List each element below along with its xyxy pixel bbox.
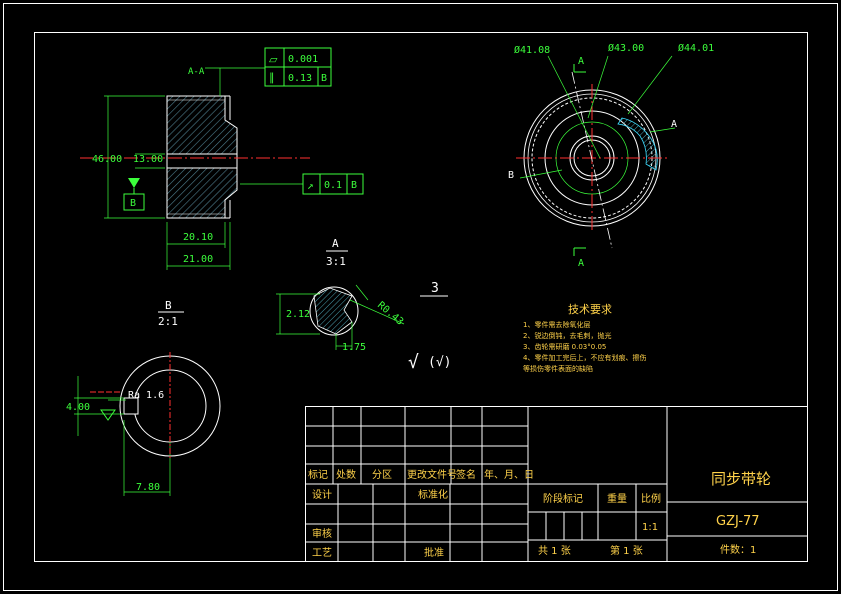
tech-item-2: 2、锐边倒钝，去毛刺，抛光 — [523, 331, 611, 340]
tb-review: 审核 — [312, 527, 332, 540]
tb-design: 设计 — [312, 488, 332, 501]
gdt-parallel-datum: B — [321, 73, 327, 84]
tech-item-3: 3、齿轮需研磨 0.03°0.05 — [523, 342, 606, 351]
detail-a-radius: R0.43 — [375, 300, 405, 328]
detail-b-dim-width: 7.80 — [136, 482, 160, 493]
roughness-symbol: (√) — [428, 355, 451, 370]
tb-approve: 批准 — [424, 546, 444, 559]
detail-a-dim-height: 2.12 — [286, 309, 310, 320]
tb-standardize: 标准化 — [418, 488, 448, 501]
detail-a-scale: 3:1 — [326, 255, 346, 268]
detail-b-dim-height: 4.00 — [66, 402, 90, 413]
dim-outer-diameter: 46.00 — [92, 154, 122, 165]
dim-width-outer: 21.00 — [183, 254, 213, 265]
gdt-flatness-value: 0.001 — [288, 54, 318, 65]
diameter-3: Ø44.01 — [678, 42, 714, 54]
tb-sheet-no: 第 1 张 — [610, 544, 643, 557]
section-label: A-A — [188, 67, 205, 77]
tb-scale-value: 1:1 — [642, 522, 658, 533]
tech-item-4: 4、零件加工完后上，不应有划痕、擦伤 — [523, 353, 646, 362]
detail-b-scale: 2:1 — [158, 315, 178, 328]
section-mark-top: A — [578, 56, 584, 67]
gdt-runout-datum: B — [351, 180, 357, 191]
outer-frame — [3, 3, 838, 591]
detail-b-view — [74, 311, 221, 496]
section-mark-bottom: A — [578, 258, 584, 269]
detail-a-view — [276, 250, 405, 350]
tech-item-1: 1、零件需去除氧化层 — [523, 320, 590, 329]
dim-bore: 13.00 — [133, 154, 163, 165]
tb-col-count: 处数 — [336, 468, 356, 481]
tb-process: 工艺 — [312, 547, 332, 559]
runout-icon: ↗ — [307, 179, 314, 192]
tb-col-change-doc: 更改文件号 — [407, 468, 457, 481]
gdt-parallel-value: 0.13 — [288, 73, 312, 84]
diameter-1: Ø41.08 — [514, 44, 550, 56]
tb-part-name: 同步带轮 — [711, 470, 771, 488]
tb-sheets-total: 共 1 张 — [538, 545, 571, 557]
roughness-value: 3 — [431, 281, 439, 296]
tb-scale-label: 比例 — [641, 492, 661, 505]
flatness-icon: ⏥ — [269, 53, 278, 66]
detail-b-roughness: Ra 1.6 — [128, 390, 164, 401]
diameter-2: Ø43.00 — [608, 42, 644, 54]
tb-col-zone: 分区 — [372, 469, 392, 481]
tb-quantity: 件数：1 — [720, 543, 756, 556]
detail-b-title: B — [165, 299, 172, 312]
detail-a-dim-width: 1.75 — [342, 342, 366, 353]
title-block — [305, 406, 808, 562]
tb-col-date: 年、月、日 — [484, 468, 534, 481]
detail-a-title: A — [332, 237, 339, 250]
datum-b-label: B — [130, 198, 136, 209]
tb-stage-mark: 阶段标记 — [543, 492, 583, 505]
parallel-icon: ∥ — [269, 71, 275, 84]
tb-col-mark: 标记 — [308, 469, 328, 481]
tb-drawing-no: GZJ-77 — [716, 514, 760, 529]
tech-title: 技术要求 — [568, 303, 612, 316]
gdt-runout-value: 0.1 — [324, 180, 342, 191]
front-view — [516, 55, 676, 256]
dim-width-inner: 20.10 — [183, 232, 213, 243]
roughness-check-icon: √ — [408, 352, 419, 373]
detail-b-callout: B — [508, 170, 514, 181]
section-view-aa — [80, 47, 364, 270]
tech-item-5: 等损伤零件表面的缺陷 — [523, 364, 593, 373]
detail-a-callout: A — [671, 119, 677, 130]
tb-col-sign: 签名 — [456, 468, 476, 481]
tb-weight: 重量 — [607, 492, 627, 505]
